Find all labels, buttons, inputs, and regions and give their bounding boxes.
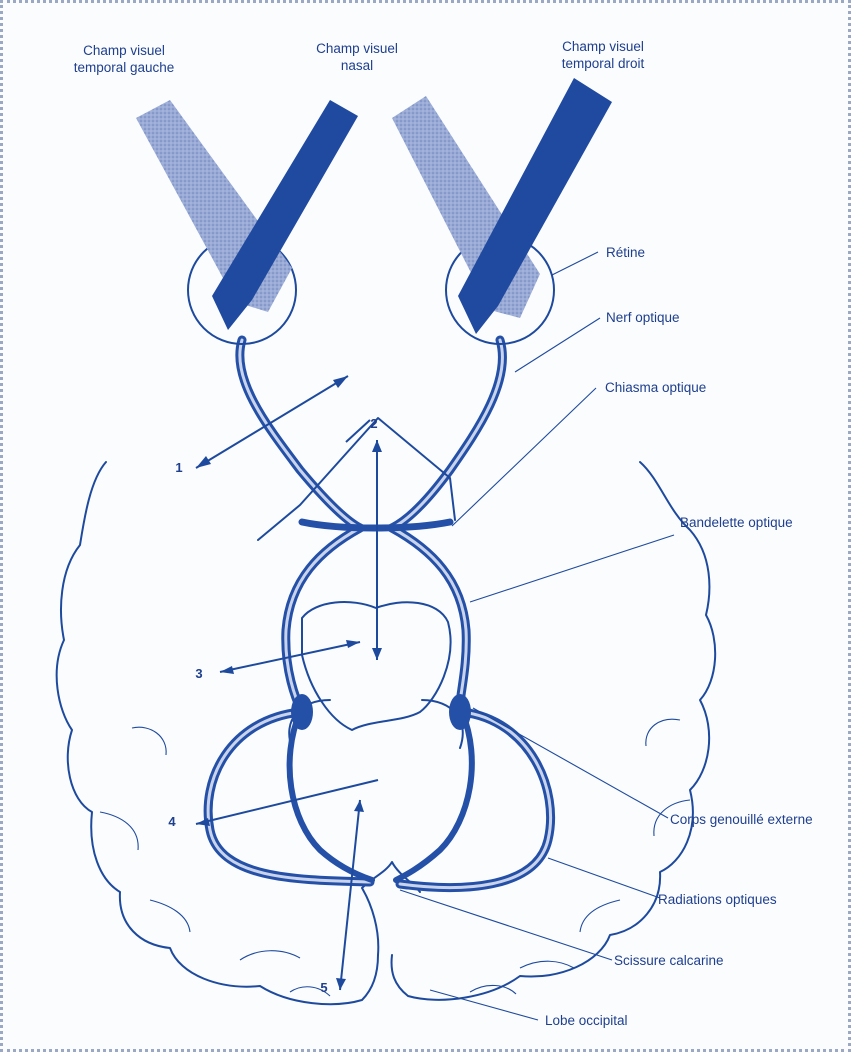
- label-field-right-1: Champ visuel: [562, 39, 644, 54]
- label-optic-nerve: Nerf optique: [606, 310, 680, 325]
- lgn-right: [449, 694, 471, 730]
- brain-outline: [57, 462, 716, 1004]
- label-optic-tract: Bandelette optique: [680, 515, 793, 530]
- optic-radiations: [208, 712, 550, 888]
- marker-1: 1: [175, 460, 182, 475]
- label-field-right-2: temporal droit: [562, 56, 645, 71]
- visual-field-bands: [136, 78, 612, 334]
- leader-lines: [400, 252, 674, 1020]
- lgn-left: [291, 694, 313, 730]
- marker-5: 5: [320, 980, 327, 995]
- label-retina: Rétine: [606, 245, 645, 260]
- label-occipital: Lobe occipital: [545, 1013, 628, 1028]
- label-lgn: Corps genouillé externe: [670, 812, 813, 827]
- label-field-nasal-1: Champ visuel: [316, 41, 398, 56]
- marker-4: 4: [168, 814, 176, 829]
- optic-pathway: [240, 340, 503, 730]
- label-field-nasal-2: nasal: [341, 58, 373, 73]
- marker-2: 2: [370, 416, 377, 431]
- marker-3: 3: [195, 666, 202, 681]
- label-chiasm: Chiasma optique: [605, 380, 706, 395]
- label-calcarine: Scissure calcarine: [614, 953, 724, 968]
- label-field-left-1: Champ visuel: [83, 43, 165, 58]
- label-optic-radiations: Radiations optiques: [658, 892, 777, 907]
- label-field-left-2: temporal gauche: [74, 60, 175, 75]
